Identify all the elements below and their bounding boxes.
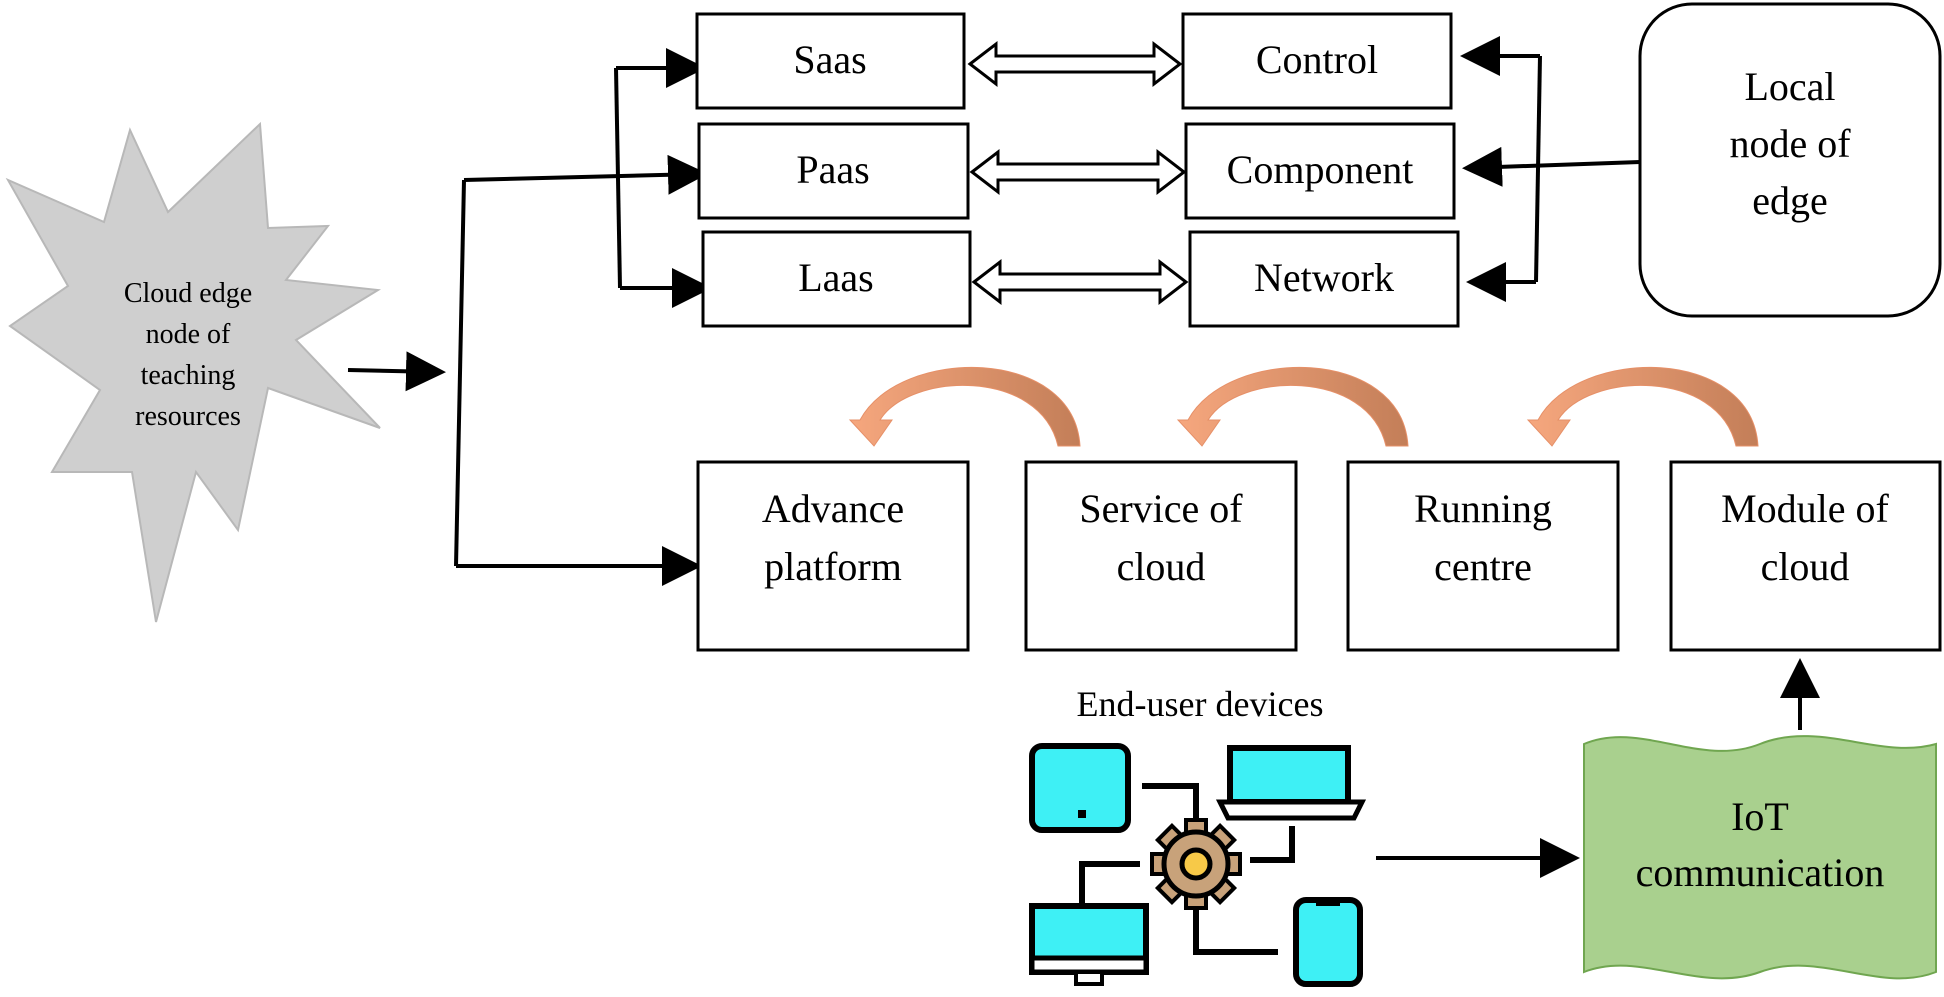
- iot-communication-box: IoT communication: [1583, 735, 1937, 980]
- curved-arrow-1: [848, 366, 1081, 447]
- saas-control-double-arrow: [967, 40, 1183, 88]
- advance-platform-line-2: platform: [764, 544, 902, 589]
- paas-component-double-arrow: [969, 148, 1187, 196]
- local-node-line-2: node of: [1729, 121, 1851, 166]
- connector-tablet: [1142, 783, 1199, 822]
- running-centre-line-2: centre: [1434, 544, 1532, 589]
- monitor-icon: [1029, 903, 1149, 986]
- tablet-icon: [1029, 743, 1131, 833]
- running-centre-box: Running centre: [1346, 460, 1620, 652]
- main-trunk-line: [454, 179, 466, 567]
- advance-platform-line-1: Advance: [762, 486, 904, 531]
- curved-arrow-2: [1176, 366, 1409, 447]
- laptop-icon: [1215, 745, 1367, 821]
- network-box: Network: [1188, 230, 1460, 328]
- control-label: Control: [1256, 37, 1378, 82]
- star-label-line-2: node of: [146, 319, 231, 350]
- iot-line-1: IoT: [1731, 794, 1789, 839]
- local-node-line-1: Local: [1744, 64, 1835, 109]
- connector-laptop: [1250, 826, 1295, 863]
- star-label-line-1: Cloud edge: [124, 278, 252, 309]
- local-node-line-3: edge: [1752, 178, 1828, 223]
- laas-network-double-arrow: [971, 258, 1189, 306]
- laas-label: Laas: [798, 255, 874, 300]
- end-user-devices-title: End-user devices: [1077, 684, 1324, 724]
- control-box: Control: [1181, 12, 1453, 110]
- end-user-devices-cluster: [1029, 743, 1367, 987]
- connector-phone: [1193, 904, 1278, 955]
- local-node-box: Local node of edge: [1638, 2, 1942, 318]
- running-centre-line-1: Running: [1414, 486, 1552, 531]
- gear-icon: [1150, 818, 1242, 910]
- paas-label: Paas: [796, 147, 869, 192]
- branch-line: [614, 67, 622, 289]
- module-of-cloud-box: Module of cloud: [1669, 460, 1942, 652]
- service-of-cloud-line-1: Service of: [1079, 486, 1243, 531]
- local-node-to-component-arrow: [1462, 146, 1641, 187]
- paas-box: Paas: [697, 122, 970, 220]
- phone-icon: [1293, 897, 1363, 987]
- star-label-line-4: resources: [135, 401, 241, 432]
- network-label: Network: [1254, 255, 1394, 300]
- module-of-cloud-line-1: Module of: [1721, 486, 1889, 531]
- star-label-line-3: teaching: [141, 360, 236, 391]
- advance-platform-box: Advance platform: [696, 460, 970, 652]
- service-of-cloud-line-2: cloud: [1117, 544, 1206, 589]
- trunk-to-paas-arrow: [463, 154, 708, 195]
- saas-label: Saas: [793, 37, 866, 82]
- local-vertical-line: [1534, 55, 1542, 283]
- saas-box: Saas: [695, 12, 966, 110]
- laas-box: Laas: [701, 230, 972, 328]
- cloud-edge-node-star: Cloud edge node of teaching resources: [5, 121, 382, 623]
- curved-arrow-3: [1526, 366, 1759, 447]
- component-label: Component: [1227, 147, 1414, 192]
- connector-monitor: [1079, 861, 1140, 920]
- service-of-cloud-box: Service of cloud: [1024, 460, 1298, 652]
- star-to-trunk-arrow: [347, 351, 446, 392]
- component-box: Component: [1184, 122, 1456, 220]
- module-of-cloud-line-2: cloud: [1761, 544, 1850, 589]
- iot-line-2: communication: [1636, 850, 1885, 895]
- star-shape: [5, 121, 382, 623]
